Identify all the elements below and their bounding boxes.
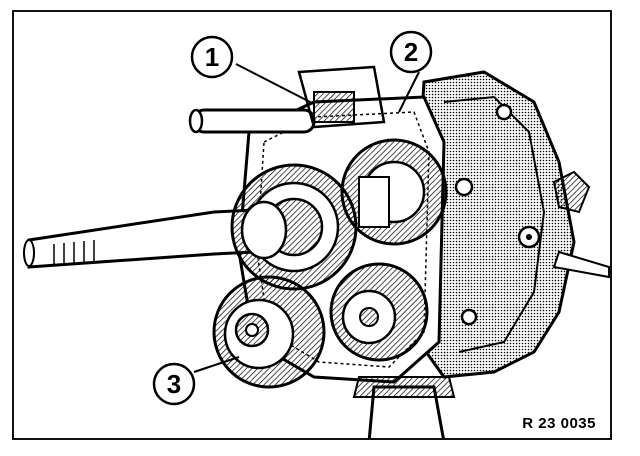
leader-lines [193,63,420,373]
middle-gear [329,262,429,362]
transmission-illustration: 1 2 3 [23,30,610,438]
lower-gear [212,275,326,389]
figure-frame: 1 2 3 R 23 0035 [12,10,612,440]
output-flange [352,376,456,438]
shift-rod [188,65,386,134]
upper-gear [340,138,448,246]
callout-1-label: 1 [205,42,219,72]
drive-gear [230,163,358,291]
callout-3: 3 [152,362,196,406]
callout-2-label: 2 [404,37,418,67]
input-shaft [23,208,256,269]
callout-1: 1 [190,35,234,79]
figure-reference-code: R 23 0035 [522,415,596,432]
callout-2: 2 [389,30,433,74]
gearbox-housing [412,70,610,379]
callout-3-label: 3 [167,369,181,399]
